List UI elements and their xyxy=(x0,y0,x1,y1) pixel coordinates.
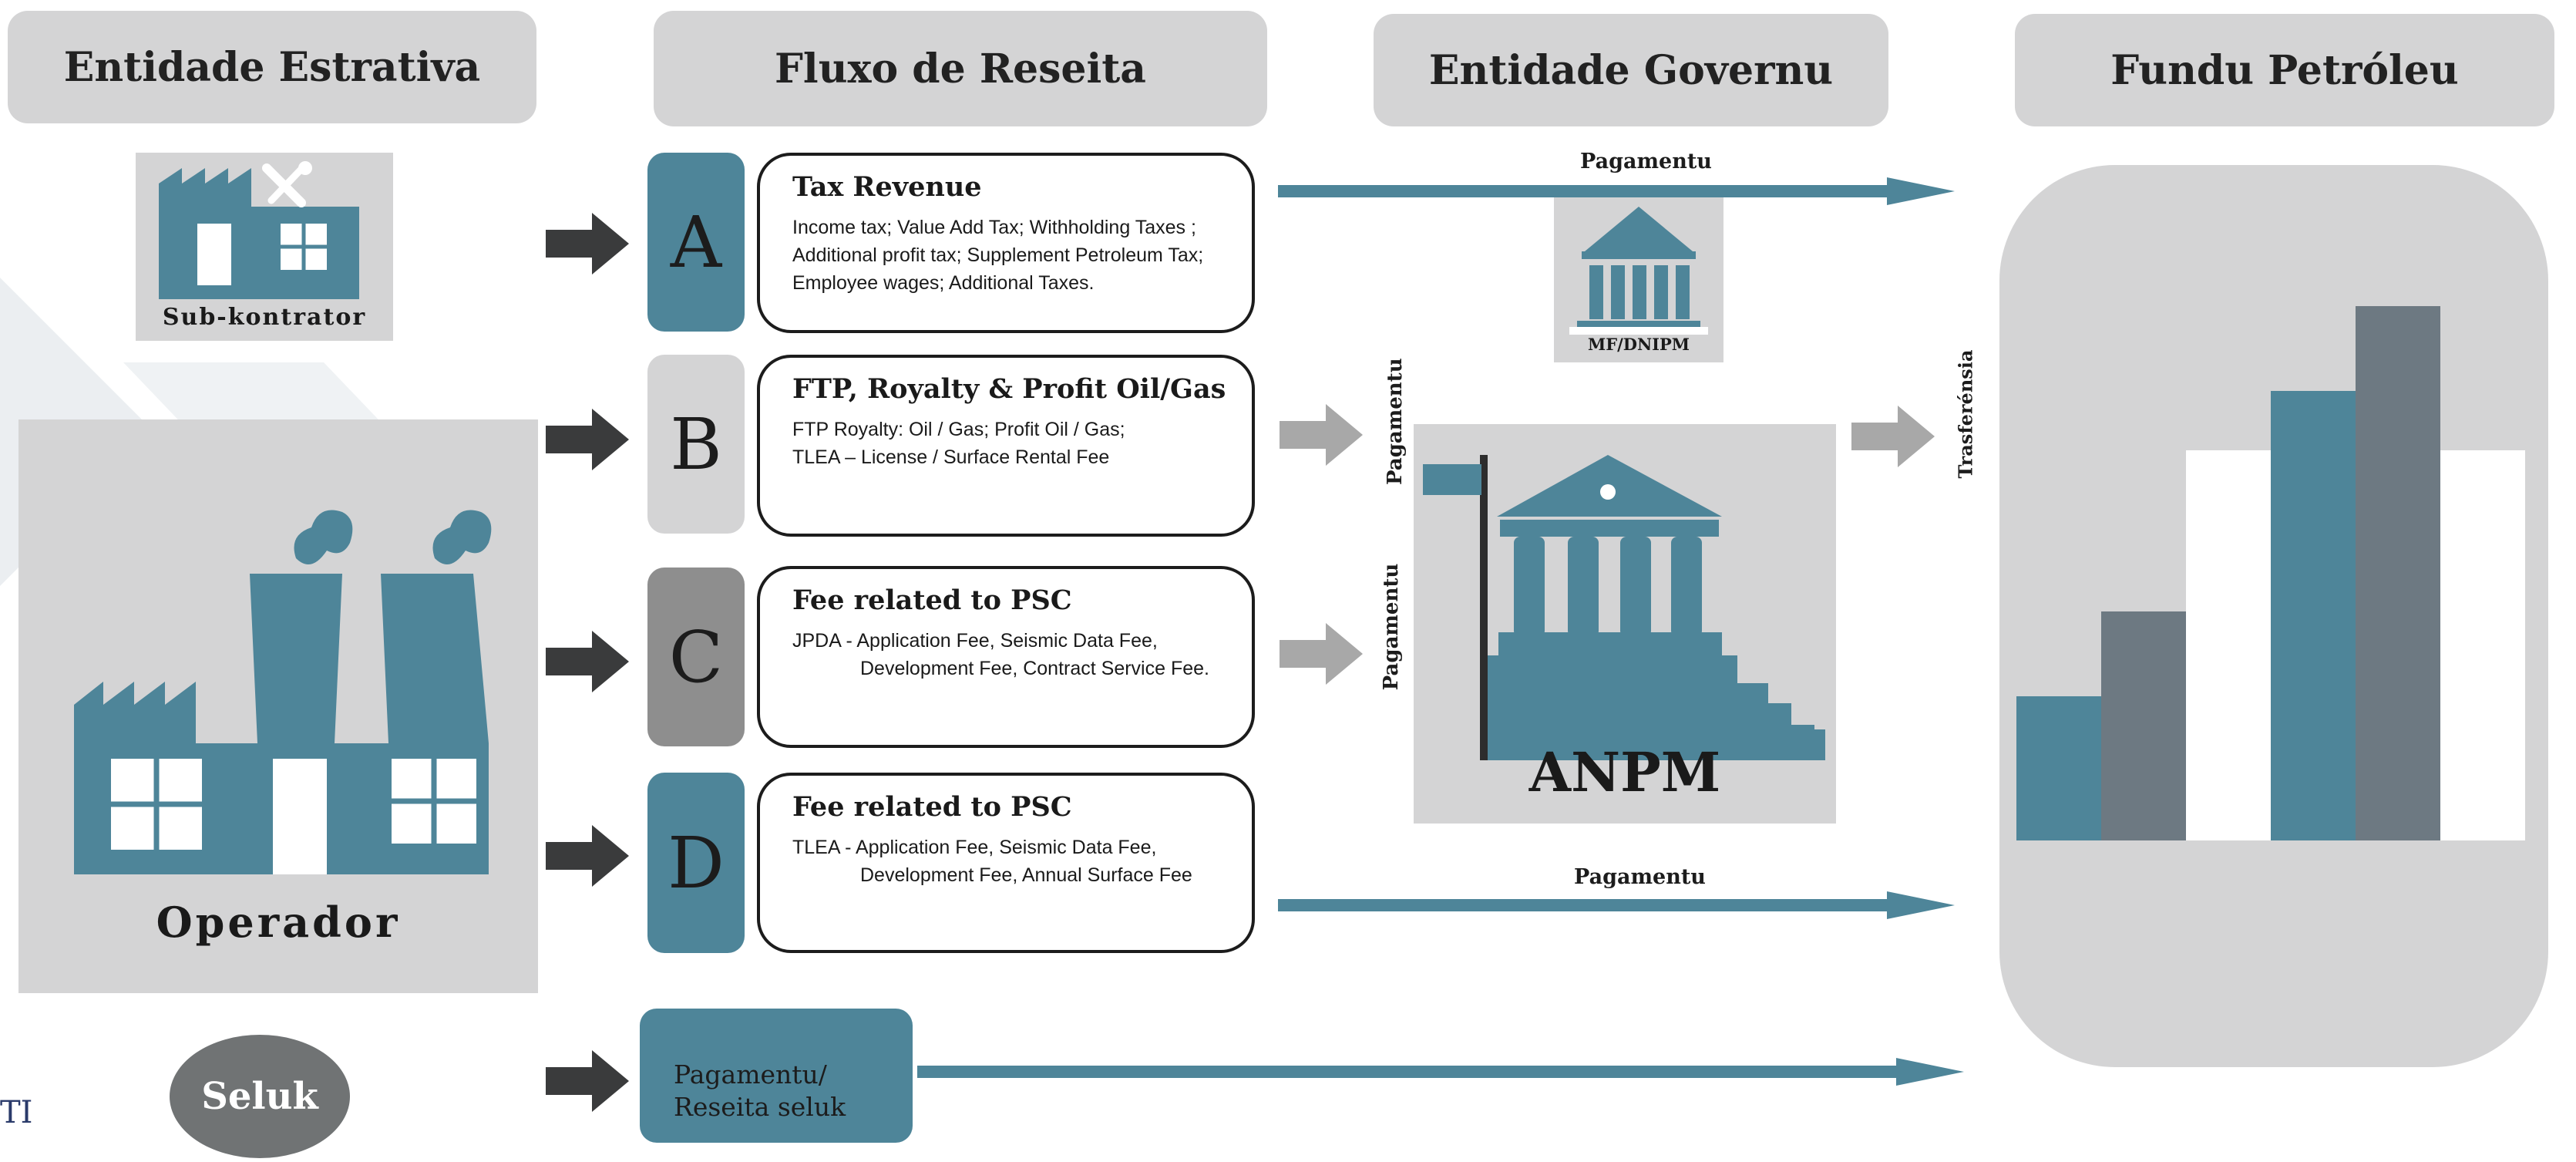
other-payment-line1: Pagamentu/ xyxy=(674,1059,827,1090)
fund-bar xyxy=(2186,450,2271,840)
mf-dnipm-box: MF/DNIPM xyxy=(1554,197,1723,362)
stream-line: Development Fee, Annual Surface Fee xyxy=(860,864,1192,886)
stream-card-c: Fee related to PSC JPDA - Application Fe… xyxy=(757,566,1255,748)
stream-line: JPDA - Application Fee, Seismic Data Fee… xyxy=(792,630,1158,652)
other-oval: Seluk xyxy=(170,1035,350,1158)
operator-label: Operador xyxy=(156,898,401,947)
stream-line: Employee wages; Additional Taxes. xyxy=(792,272,1095,294)
tools-icon xyxy=(262,161,312,207)
payment-vertical-label-2: Pagamentu xyxy=(1380,563,1403,691)
arrow-b-to-anpm xyxy=(1280,404,1363,466)
other-payment-box: Pagamentu/ Reseita seluk xyxy=(640,1009,913,1143)
anpm-box: ANPM xyxy=(1414,424,1836,824)
operator-box: Operador xyxy=(18,419,538,993)
header-government-entity: Entidade Governu xyxy=(1374,14,1888,126)
arrow-to-other-payment xyxy=(546,1050,629,1112)
payment-label-top: Pagamentu xyxy=(1580,150,1712,173)
arrow-to-d xyxy=(546,825,629,887)
stream-line: TLEA - Application Fee, Seismic Data Fee… xyxy=(792,837,1157,858)
subcontractor-label: Sub-kontrator xyxy=(162,304,367,331)
payment-arrow-top xyxy=(1278,177,1955,205)
stream-letter-a: A xyxy=(647,153,745,332)
stream-title: FTP, Royalty & Profit Oil/Gas xyxy=(792,373,1226,405)
fund-bar xyxy=(2440,450,2525,840)
payment-vertical-label-1: Pagamentu xyxy=(1384,358,1407,485)
payment-arrow-bottom xyxy=(1278,891,1955,919)
factory-icon xyxy=(159,168,359,299)
stream-letter-d: D xyxy=(647,773,745,953)
fund-bar xyxy=(2016,696,2101,840)
stream-letter-c: C xyxy=(647,568,745,746)
transfer-vertical-label: Trasferénsia xyxy=(1954,349,1977,479)
other-payment-arrow xyxy=(917,1058,1964,1086)
arrow-to-b xyxy=(546,409,629,470)
stream-card-d: Fee related to PSC TLEA - Application Fe… xyxy=(757,773,1255,953)
stream-letter-b: B xyxy=(647,355,745,534)
ministry-building-icon xyxy=(1569,207,1708,335)
fund-bar-chart xyxy=(2016,306,2525,840)
stream-card-b: FTP, Royalty & Profit Oil/Gas FTP Royalt… xyxy=(757,355,1255,537)
stream-line: Development Fee, Contract Service Fee. xyxy=(860,658,1209,679)
fund-bar xyxy=(2101,611,2186,840)
subcontractor-box: Sub-kontrator xyxy=(136,153,393,341)
arrow-to-c xyxy=(546,631,629,692)
transfer-arrow xyxy=(1851,406,1935,467)
arrow-c-to-anpm xyxy=(1280,623,1363,685)
mf-dnipm-label: MF/DNIPM xyxy=(1587,335,1690,354)
fund-bar xyxy=(2356,306,2440,840)
header-revenue-flow: Fluxo de Reseita xyxy=(654,11,1267,126)
edge-text: TI xyxy=(0,1095,33,1130)
other-payment-line2: Reseita seluk xyxy=(674,1092,846,1122)
header-extractive-entity: Entidade Estrativa xyxy=(8,11,536,123)
stream-card-a: Tax Revenue Income tax; Value Add Tax; W… xyxy=(757,153,1255,333)
fund-bar xyxy=(2271,391,2356,840)
stream-title: Fee related to PSC xyxy=(792,584,1072,616)
stream-title: Tax Revenue xyxy=(792,171,982,203)
arrow-to-a xyxy=(546,213,629,275)
stream-title: Fee related to PSC xyxy=(792,791,1072,823)
anpm-label: ANPM xyxy=(1528,740,1721,804)
stream-line: Additional profit tax; Supplement Petrol… xyxy=(792,244,1204,266)
stream-line: TLEA – License / Surface Rental Fee xyxy=(792,446,1110,468)
anpm-building-icon xyxy=(1423,455,1825,760)
stream-line: FTP Royalty: Oil / Gas; Profit Oil / Gas… xyxy=(792,419,1125,440)
header-petroleum-fund: Fundu Petróleu xyxy=(2015,14,2554,126)
industrial-plant-icon xyxy=(74,510,492,874)
stream-line: Income tax; Value Add Tax; Withholding T… xyxy=(792,217,1196,238)
payment-label-bottom: Pagamentu xyxy=(1574,865,1706,889)
